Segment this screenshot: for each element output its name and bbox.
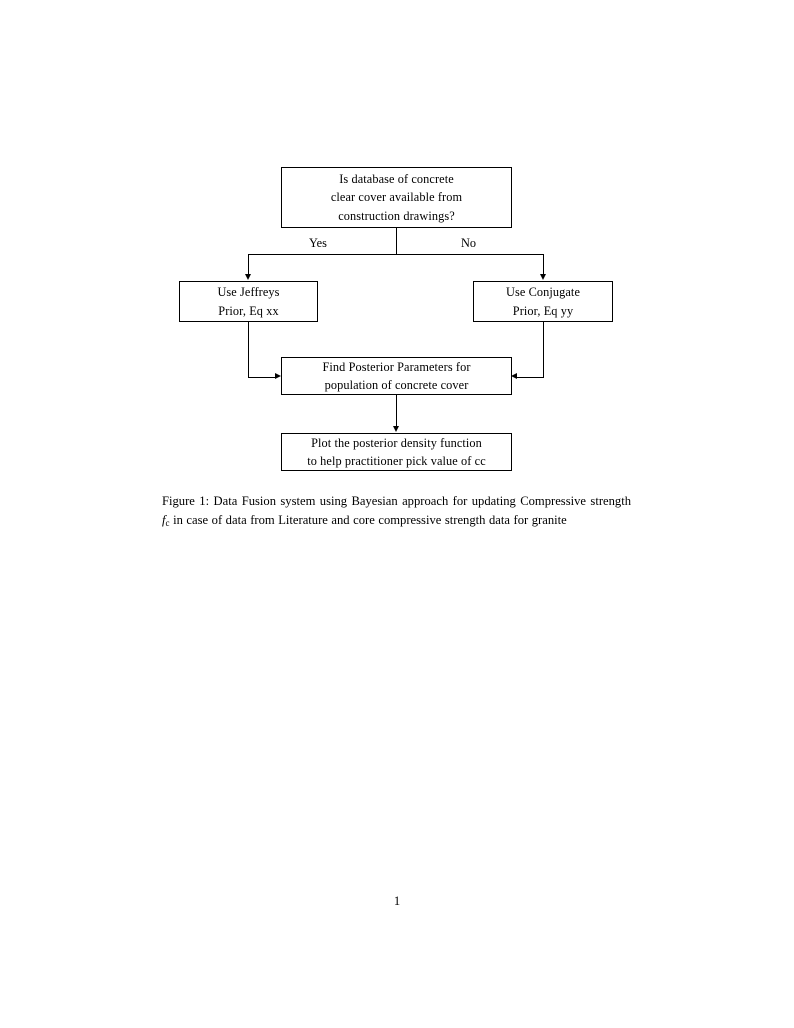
math-symbol-f: f [162,513,166,528]
arrow-right-icon-jeffreys [275,373,281,379]
edge-label-no: No [458,236,480,250]
edge-conjugate-run [516,377,544,378]
flow-node-decision-line-3: construction drawings? [338,208,455,223]
figure-caption: Figure 1: Data Fusion system using Bayes… [162,492,631,534]
edge-jeffreys-run [248,377,276,378]
edge-posterior-to-plot [396,395,397,427]
flow-node-plot-density[interactable]: Plot the posterior density function to h… [281,433,512,471]
flow-node-posterior-line-2: population of concrete cover [324,378,469,392]
figure-caption-math-symbol: fc [162,513,170,529]
edge-no-drop [543,254,544,275]
flow-node-plot-line-2: to help practitioner pick value of cc [307,454,486,468]
figure-caption-text-before: Data Fusion system using Bayesian approa… [209,494,632,508]
arrow-left-icon-conjugate [511,373,517,379]
edge-label-yes: Yes [306,236,330,250]
edge-conjugate-drop [543,322,544,378]
figure-caption-text-after: in case of data from Literature and core… [169,513,567,528]
flow-node-jeffreys-prior[interactable]: Use Jeffreys Prior, Eq xx [179,281,318,322]
figure-flowchart: Is database of concrete clear cover avai… [0,0,794,490]
edge-jeffreys-drop [248,322,249,378]
flow-node-conjugate-prior[interactable]: Use Conjugate Prior, Eq yy [473,281,613,322]
flow-node-conjugate-line-1: Use Conjugate [505,285,581,299]
edge-yes-drop [248,254,249,275]
flow-node-posterior-line-1: Find Posterior Parameters for [322,359,471,374]
flow-node-jeffreys-line-2: Prior, Eq xx [218,303,279,318]
flow-node-conjugate-line-2: Prior, Eq yy [512,303,574,318]
math-subscript-c: c [165,518,170,529]
flow-node-decision[interactable]: Is database of concrete clear cover avai… [281,167,512,228]
flow-node-decision-line-2: clear cover available from [330,190,463,205]
edge-split-bar [248,254,544,255]
edge-decision-stem [396,228,397,255]
arrow-down-icon-yes [244,274,251,280]
arrow-down-icon-plot [392,426,399,432]
flow-node-decision-line-1: Is database of concrete [339,171,454,186]
flow-node-jeffreys-line-1: Use Jeffreys [217,285,280,299]
flow-node-find-posterior[interactable]: Find Posterior Parameters for population… [281,357,512,395]
flow-node-plot-line-1: Plot the posterior density function [311,435,482,450]
arrow-down-icon-no [539,274,546,280]
page-number: 1 [393,894,401,908]
figure-caption-label: Figure 1: [162,494,210,508]
